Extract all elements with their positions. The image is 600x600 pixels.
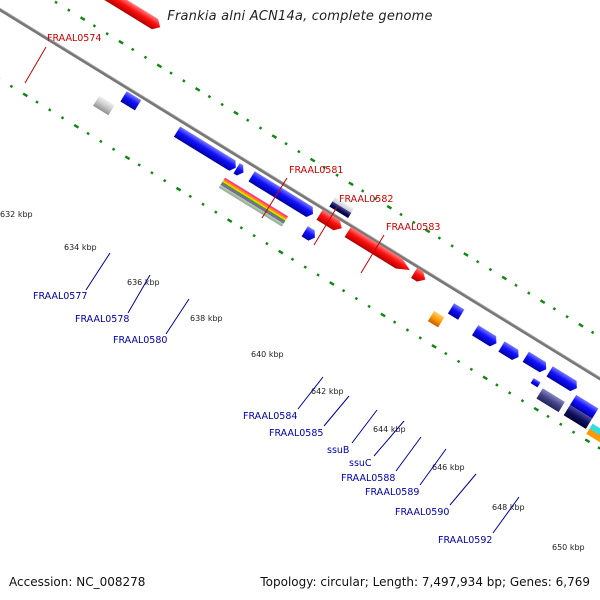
gene-fraal0588[interactable] [546, 366, 580, 393]
gc-dots-outer [54, 0, 595, 335]
reverse-gene-label[interactable]: FRAAL0590 [395, 507, 449, 518]
kbp-tick-label: 632 kbp [0, 210, 33, 219]
gc-dots-inner [0, 76, 600, 450]
kbp-tick-label: 634 kbp [64, 243, 97, 252]
reverse-leader-line [419, 448, 447, 486]
reverse-leader-line [323, 395, 350, 427]
reverse-leader-line [395, 436, 422, 472]
gene-fraal0585[interactable] [471, 325, 500, 348]
gene-fraal0578[interactable] [248, 171, 316, 219]
reverse-leader-line [297, 376, 324, 410]
forward-gene-label[interactable]: FRAAL0581 [289, 165, 343, 176]
reverse-leader-line [85, 252, 111, 291]
gene-fraal0583b[interactable] [411, 267, 428, 285]
kbp-tick-label: 644 kbp [373, 425, 406, 434]
reverse-gene-label[interactable]: ssuB [327, 445, 349, 456]
reverse-gene-label[interactable]: FRAAL0577 [33, 291, 87, 302]
reverse-gene-label[interactable]: FRAAL0589 [365, 487, 419, 498]
gene-callouts: FRAAL0574FRAAL0581FRAAL0582FRAAL0583FRAA… [24, 33, 520, 546]
reverse-gene-label[interactable]: FRAAL0584 [243, 411, 297, 422]
reverse-gene-label[interactable]: FRAAL0588 [341, 473, 395, 484]
gene-fraal0577[interactable] [173, 126, 239, 172]
gene-fraal0577b[interactable] [233, 163, 246, 177]
gene-fraal0574[interactable] [90, 0, 164, 32]
kbp-tick-label: 642 kbp [311, 387, 344, 396]
kbp-tick-label: 640 kbp [251, 350, 284, 359]
reverse-genes [93, 91, 600, 453]
gene-fraal0589[interactable] [536, 388, 565, 413]
forward-gene-label[interactable]: FRAAL0574 [47, 33, 101, 44]
gene-fraal0588b[interactable] [530, 378, 541, 388]
kbp-ticks: 632 kbp 634 kbp 636 kbp 638 kbp 640 kbp 642 k… [0, 210, 585, 552]
kbp-tick-label: 650 kbp [552, 543, 585, 552]
kbp-tick-label: 646 kbp [432, 463, 465, 472]
reverse-gene-label[interactable]: FRAAL0580 [113, 335, 167, 346]
gene-fraal0581b[interactable] [329, 201, 352, 219]
forward-leader-line [360, 234, 385, 274]
reverse-gene-label[interactable]: FRAAL0578 [75, 314, 129, 325]
gene-fraal0580[interactable] [301, 226, 319, 243]
gene-fraal0576[interactable] [120, 91, 142, 111]
reverse-leader-line [165, 298, 190, 335]
reverse-leader-line [127, 274, 151, 314]
forward-gene-label[interactable]: FRAAL0583 [386, 222, 440, 233]
gene-fraal0584[interactable] [447, 303, 465, 320]
kbp-tick-label: 648 kbp [492, 503, 525, 512]
accession-text: Accession: NC_008278 [9, 575, 146, 589]
reverse-gene-label[interactable]: FRAAL0592 [438, 535, 492, 546]
gene-ssuC[interactable] [522, 351, 550, 375]
backbone-line [0, 1, 600, 456]
reverse-gene-label[interactable]: FRAAL0585 [269, 428, 323, 439]
kbp-tick-label: 636 kbp [127, 278, 160, 287]
gene-fraal0583[interactable] [344, 226, 413, 275]
forward-leader-line [261, 177, 288, 219]
gene-fraal0578-stripe[interactable] [218, 177, 289, 227]
genome-summary-text: Topology: circular; Length: 7,497,934 bp… [260, 575, 590, 589]
gene-fraal0584b[interactable] [427, 310, 445, 328]
reverse-leader-line [492, 496, 520, 534]
forward-gene-label[interactable]: FRAAL0582 [339, 194, 393, 205]
map-title: Frankia alni ACN14a, complete genome [167, 9, 433, 24]
kbp-tick-label: 638 kbp [190, 314, 223, 323]
forward-leader-line [313, 206, 338, 246]
reverse-leader-line [373, 420, 405, 457]
forward-genes [90, 0, 428, 285]
gene-fraal0590b[interactable] [563, 405, 593, 429]
gene-fraal0592[interactable] [586, 423, 600, 453]
reverse-leader-line [449, 473, 477, 506]
reverse-leader-line [351, 409, 378, 444]
gene-fraal0576b[interactable] [93, 95, 115, 116]
forward-leader-line [24, 46, 47, 84]
gene-ssuB[interactable] [498, 341, 521, 362]
gene-fraal0590[interactable] [569, 394, 599, 419]
reverse-gene-label[interactable]: ssuC [349, 458, 372, 469]
